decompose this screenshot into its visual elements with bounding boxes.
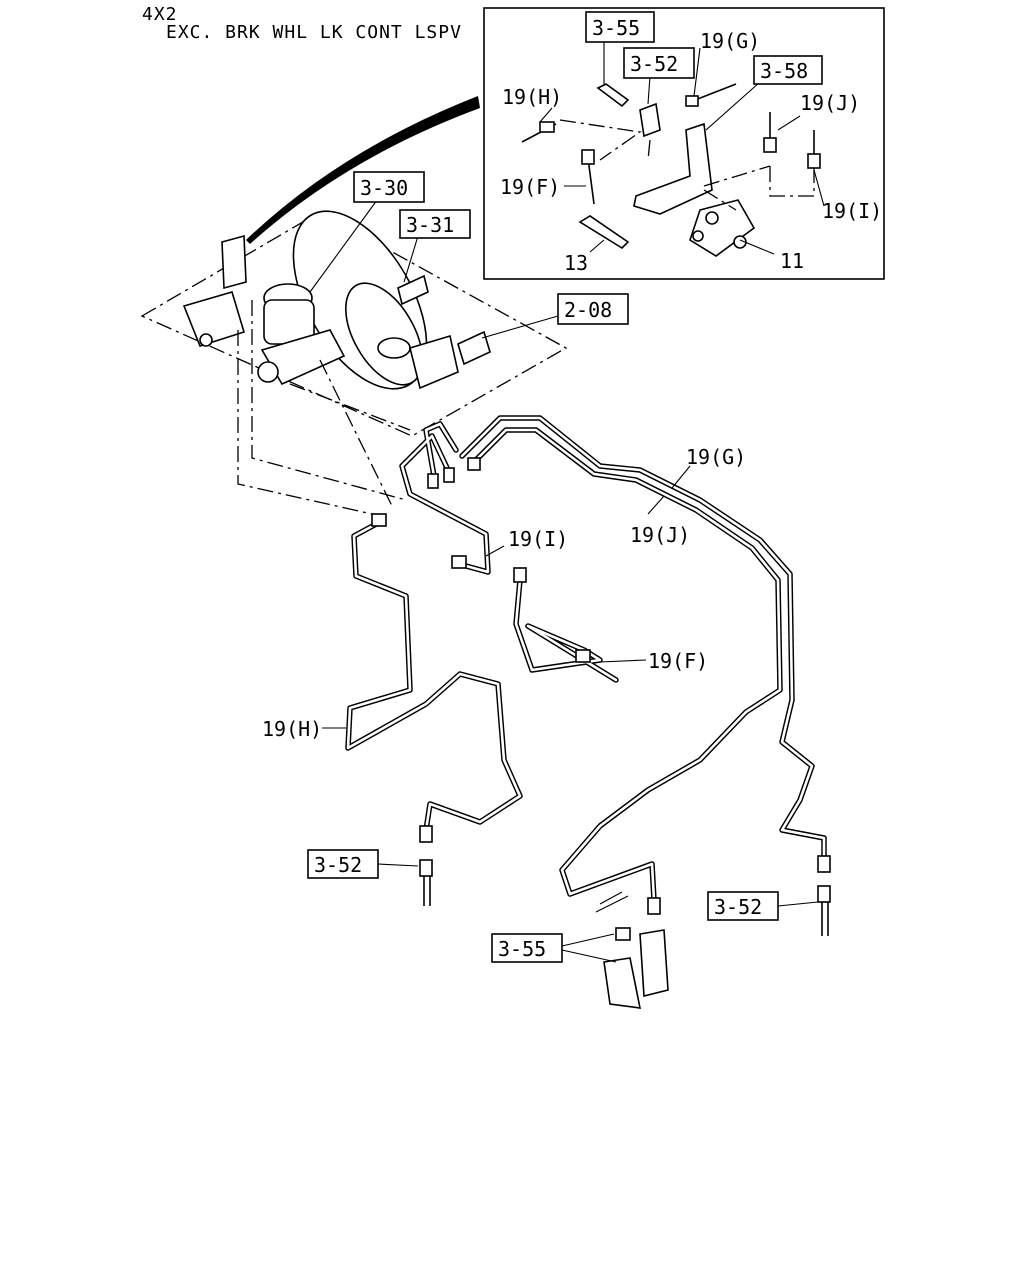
ref-box-3-30	[353, 171, 425, 203]
nut-19h	[371, 513, 387, 527]
proportioning-valve	[182, 291, 245, 347]
ref-3-55-bottom[interactable]: 3-55	[498, 937, 546, 961]
main-leader-lines	[322, 465, 691, 729]
valve-bracket	[221, 234, 247, 290]
inset-guide-lines	[559, 119, 815, 211]
hose-left-fitting	[419, 859, 433, 877]
nut-cyl-2	[443, 467, 455, 483]
label-inset-11: 11	[780, 249, 804, 273]
secondary-cylinder	[409, 334, 459, 390]
inset-pointer-arrow	[246, 96, 480, 244]
label-inset-19j: 19(J)	[800, 91, 860, 115]
inset-clip	[639, 102, 661, 138]
brake-pipes	[345, 415, 827, 903]
rear-connections	[377, 825, 831, 1009]
inset-pipe-19f	[587, 157, 595, 205]
rear-hose	[595, 891, 629, 913]
inset-detail-frame	[483, 7, 885, 280]
nut-19f-top	[513, 567, 527, 583]
hose-right-fitting	[817, 885, 831, 903]
label-19f: 19(F)	[648, 649, 708, 673]
label-inset-13: 13	[564, 251, 588, 275]
ref-box-3-31	[399, 209, 471, 239]
assembly-leader-lines	[309, 195, 559, 339]
ref-2-08[interactable]: 2-08	[564, 298, 612, 322]
inset-valve-port-3	[692, 230, 704, 242]
nut-center-rear	[647, 897, 661, 915]
ref-3-52-left[interactable]: 3-52	[314, 853, 362, 877]
ref-3-58-inset[interactable]: 3-58	[760, 59, 808, 83]
nut-right-rear	[817, 855, 831, 873]
rear-leader-lines	[377, 863, 819, 963]
pipe-19g	[469, 427, 783, 903]
ref-box-3-55-inset	[585, 11, 655, 43]
ref-box-2-08	[557, 293, 629, 325]
inset-valve-port-1	[705, 211, 719, 225]
ref-3-30[interactable]: 3-30	[360, 176, 408, 200]
label-19h: 19(H)	[262, 717, 322, 741]
header-line-2: EXC. BRK WHL LK CONT LSPV	[166, 22, 462, 43]
secondary-reservoir	[377, 337, 411, 359]
rear-bracket	[639, 929, 669, 998]
inset-valve-11	[689, 199, 756, 257]
nut-19g	[467, 457, 481, 471]
ref-box-3-58-inset	[753, 55, 823, 85]
inset-nut-19j	[763, 137, 777, 153]
inset-nut-19h	[539, 121, 555, 133]
ref-box-3-55-bottom	[491, 933, 563, 963]
inset-bracket	[633, 122, 713, 215]
booster-face	[345, 282, 423, 386]
ref-3-52-inset[interactable]: 3-52	[630, 52, 678, 76]
master-cylinder-assembly	[140, 195, 568, 515]
ref-3-31[interactable]: 3-31	[406, 213, 454, 237]
nut-center-left	[615, 927, 631, 941]
nut-19i	[451, 555, 467, 569]
label-19g: 19(G)	[686, 445, 746, 469]
label-inset-19h: 19(H)	[502, 85, 562, 109]
nut-19f	[575, 649, 591, 663]
ref-box-3-52-right	[707, 891, 779, 921]
label-inset-19g: 19(G)	[700, 29, 760, 53]
inset-nut-19f	[581, 149, 595, 165]
nut-cyl-1	[427, 473, 439, 489]
pushrod-clevis	[457, 330, 491, 366]
main-guide-lines	[237, 300, 411, 515]
inset-nut-19g	[685, 95, 699, 107]
ref-3-52-right[interactable]: 3-52	[714, 895, 762, 919]
ref-box-3-52-left	[307, 849, 379, 879]
header-line-1: 4X2	[142, 4, 178, 25]
nut-left-rear	[419, 825, 433, 843]
label-inset-19i: 19(I)	[822, 199, 882, 223]
rear-clip	[603, 957, 642, 1009]
inset-leader-lines	[539, 40, 825, 255]
pipe-19h	[345, 519, 523, 833]
inset-parts	[521, 40, 825, 257]
inset-nut-19i	[807, 153, 821, 169]
ref-3-55-inset[interactable]: 3-55	[592, 16, 640, 40]
ref-box-3-52-inset	[623, 47, 695, 79]
inset-bolt	[596, 83, 630, 108]
label-19j: 19(J)	[630, 523, 690, 547]
label-inset-19f: 19(F)	[500, 175, 560, 199]
master-cylinder-end	[257, 361, 279, 383]
inset-bolt-13	[578, 215, 630, 250]
booster-bracket	[397, 274, 429, 306]
label-19i: 19(I)	[508, 527, 568, 551]
valve-port	[199, 333, 213, 347]
